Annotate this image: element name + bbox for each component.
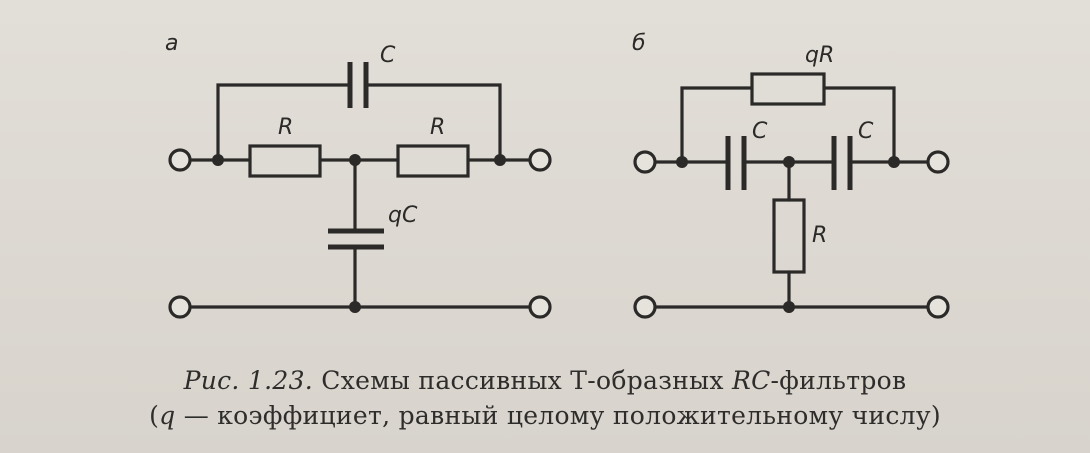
panel-label-a: а	[165, 31, 178, 56]
caption-text-2: — коэффициет, равный целому положительно…	[175, 401, 941, 430]
ground-output-terminal-b	[926, 295, 950, 319]
right-resistor-a	[396, 144, 470, 178]
ground-input-terminal-b	[633, 295, 657, 319]
caption-paren: (	[149, 401, 160, 430]
caption-rc: RC	[731, 366, 771, 395]
shunt-capacitor-label-a: qC	[388, 203, 418, 228]
shunt-resistor-label-b: R	[812, 223, 827, 248]
right-resistor-label-a: R	[430, 115, 445, 140]
junction-node-a	[212, 154, 224, 166]
input-terminal-b	[633, 150, 657, 174]
junction-node-b	[783, 156, 795, 168]
caption-text-1a: Схемы пассивных Т-образных	[313, 366, 732, 395]
bridge-resistor-label-b: qR	[805, 43, 834, 68]
diagram-a: а C R R qC	[165, 31, 552, 319]
right-capacitor-label-b: C	[858, 119, 874, 144]
output-terminal-a	[528, 148, 552, 172]
panel-label-b: б	[632, 31, 646, 56]
shunt-resistor-b	[772, 198, 806, 274]
bridge-capacitor-label-a: C	[380, 43, 396, 68]
junction-node-b	[888, 156, 900, 168]
bridge-wire-left-a	[216, 83, 352, 160]
junction-node-a	[494, 154, 506, 166]
bridge-wire-left-b	[680, 86, 754, 162]
input-terminal-a	[168, 148, 192, 172]
figure-caption-line-2: (q — коэффициет, равный целому положител…	[0, 401, 1090, 430]
left-resistor-a	[248, 144, 322, 178]
bridge-wire-right-a	[364, 83, 502, 160]
figure-caption-line-1: Рис. 1.23. Схемы пассивных Т-образных RC…	[0, 366, 1090, 395]
ground-output-terminal-a	[528, 295, 552, 319]
bridge-wire-right-b	[822, 86, 896, 162]
figure-ref: Рис. 1.23.	[183, 366, 314, 395]
ground-input-terminal-a	[168, 295, 192, 319]
bridge-resistor-b	[750, 72, 826, 106]
output-terminal-b	[926, 150, 950, 174]
junction-node-b	[676, 156, 688, 168]
junction-node-a	[349, 301, 361, 313]
caption-text-1b: -фильтров	[770, 366, 907, 395]
diagram-b: б qR C C R	[632, 31, 950, 319]
left-resistor-label-a: R	[278, 115, 293, 140]
junction-node-a	[349, 154, 361, 166]
left-capacitor-label-b: C	[752, 119, 768, 144]
circuit-schematics: а C R R qC	[165, 31, 950, 319]
junction-node-b	[783, 301, 795, 313]
caption-q: q	[159, 401, 176, 430]
